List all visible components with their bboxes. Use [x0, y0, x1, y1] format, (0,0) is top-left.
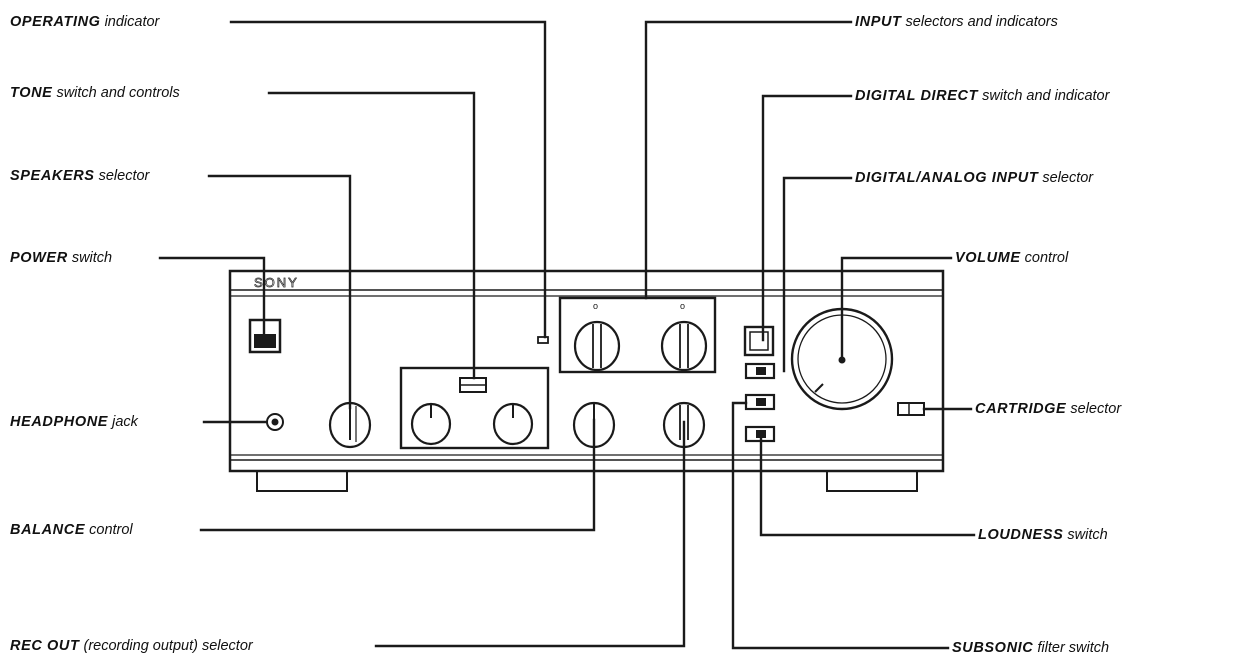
digital-direct-switch[interactable] — [743, 325, 775, 357]
input-indicator-right: o — [680, 301, 685, 311]
input-selector-right-knob[interactable] — [660, 320, 708, 372]
label-subsonic-filter: SUBSONIC filter switch — [950, 639, 1112, 657]
label-speakers-selector: SPEAKERS selector — [8, 167, 152, 185]
label-balance-control: BALANCE control — [8, 521, 135, 539]
input-indicator-left: o — [593, 301, 598, 311]
speakers-selector-knob[interactable] — [328, 401, 372, 449]
label-power-switch: POWER switch — [8, 249, 115, 267]
amplifier-front-panel: SONY — [228, 269, 945, 473]
right-foot — [826, 470, 918, 492]
label-rec-out-selector: REC OUT (recording output) selector — [8, 637, 255, 655]
label-digital-direct: DIGITAL DIRECT switch and indicator — [853, 87, 1112, 105]
headphone-jack[interactable] — [266, 413, 284, 431]
leader-lines — [158, 20, 976, 650]
label-operating-indicator: OPERATING indicator — [8, 13, 162, 31]
digital-analog-input-switch[interactable] — [744, 362, 776, 380]
cartridge-selector[interactable] — [897, 402, 925, 416]
label-digital-analog-input: DIGITAL/ANALOG INPUT selector — [853, 169, 1096, 187]
subsonic-filter-switch[interactable] — [744, 393, 776, 411]
input-selectors-box: o o — [558, 296, 717, 374]
label-headphone-jack: HEADPHONE jack — [8, 413, 140, 431]
operating-indicator — [537, 336, 549, 344]
volume-knob-center-dot — [838, 356, 846, 364]
brand-logo: SONY — [254, 275, 299, 290]
label-volume-control: VOLUME control — [953, 249, 1071, 267]
label-tone-switch-controls: TONE switch and controls — [8, 84, 182, 102]
label-input-selectors: INPUT selectors and indicators — [853, 13, 1060, 31]
label-cartridge-selector: CARTRIDGE selector — [973, 400, 1124, 418]
tone-controls-box — [399, 366, 550, 450]
label-loudness-switch: LOUDNESS switch — [976, 526, 1110, 544]
left-foot — [256, 470, 348, 492]
input-selector-left-knob[interactable] — [573, 320, 621, 372]
